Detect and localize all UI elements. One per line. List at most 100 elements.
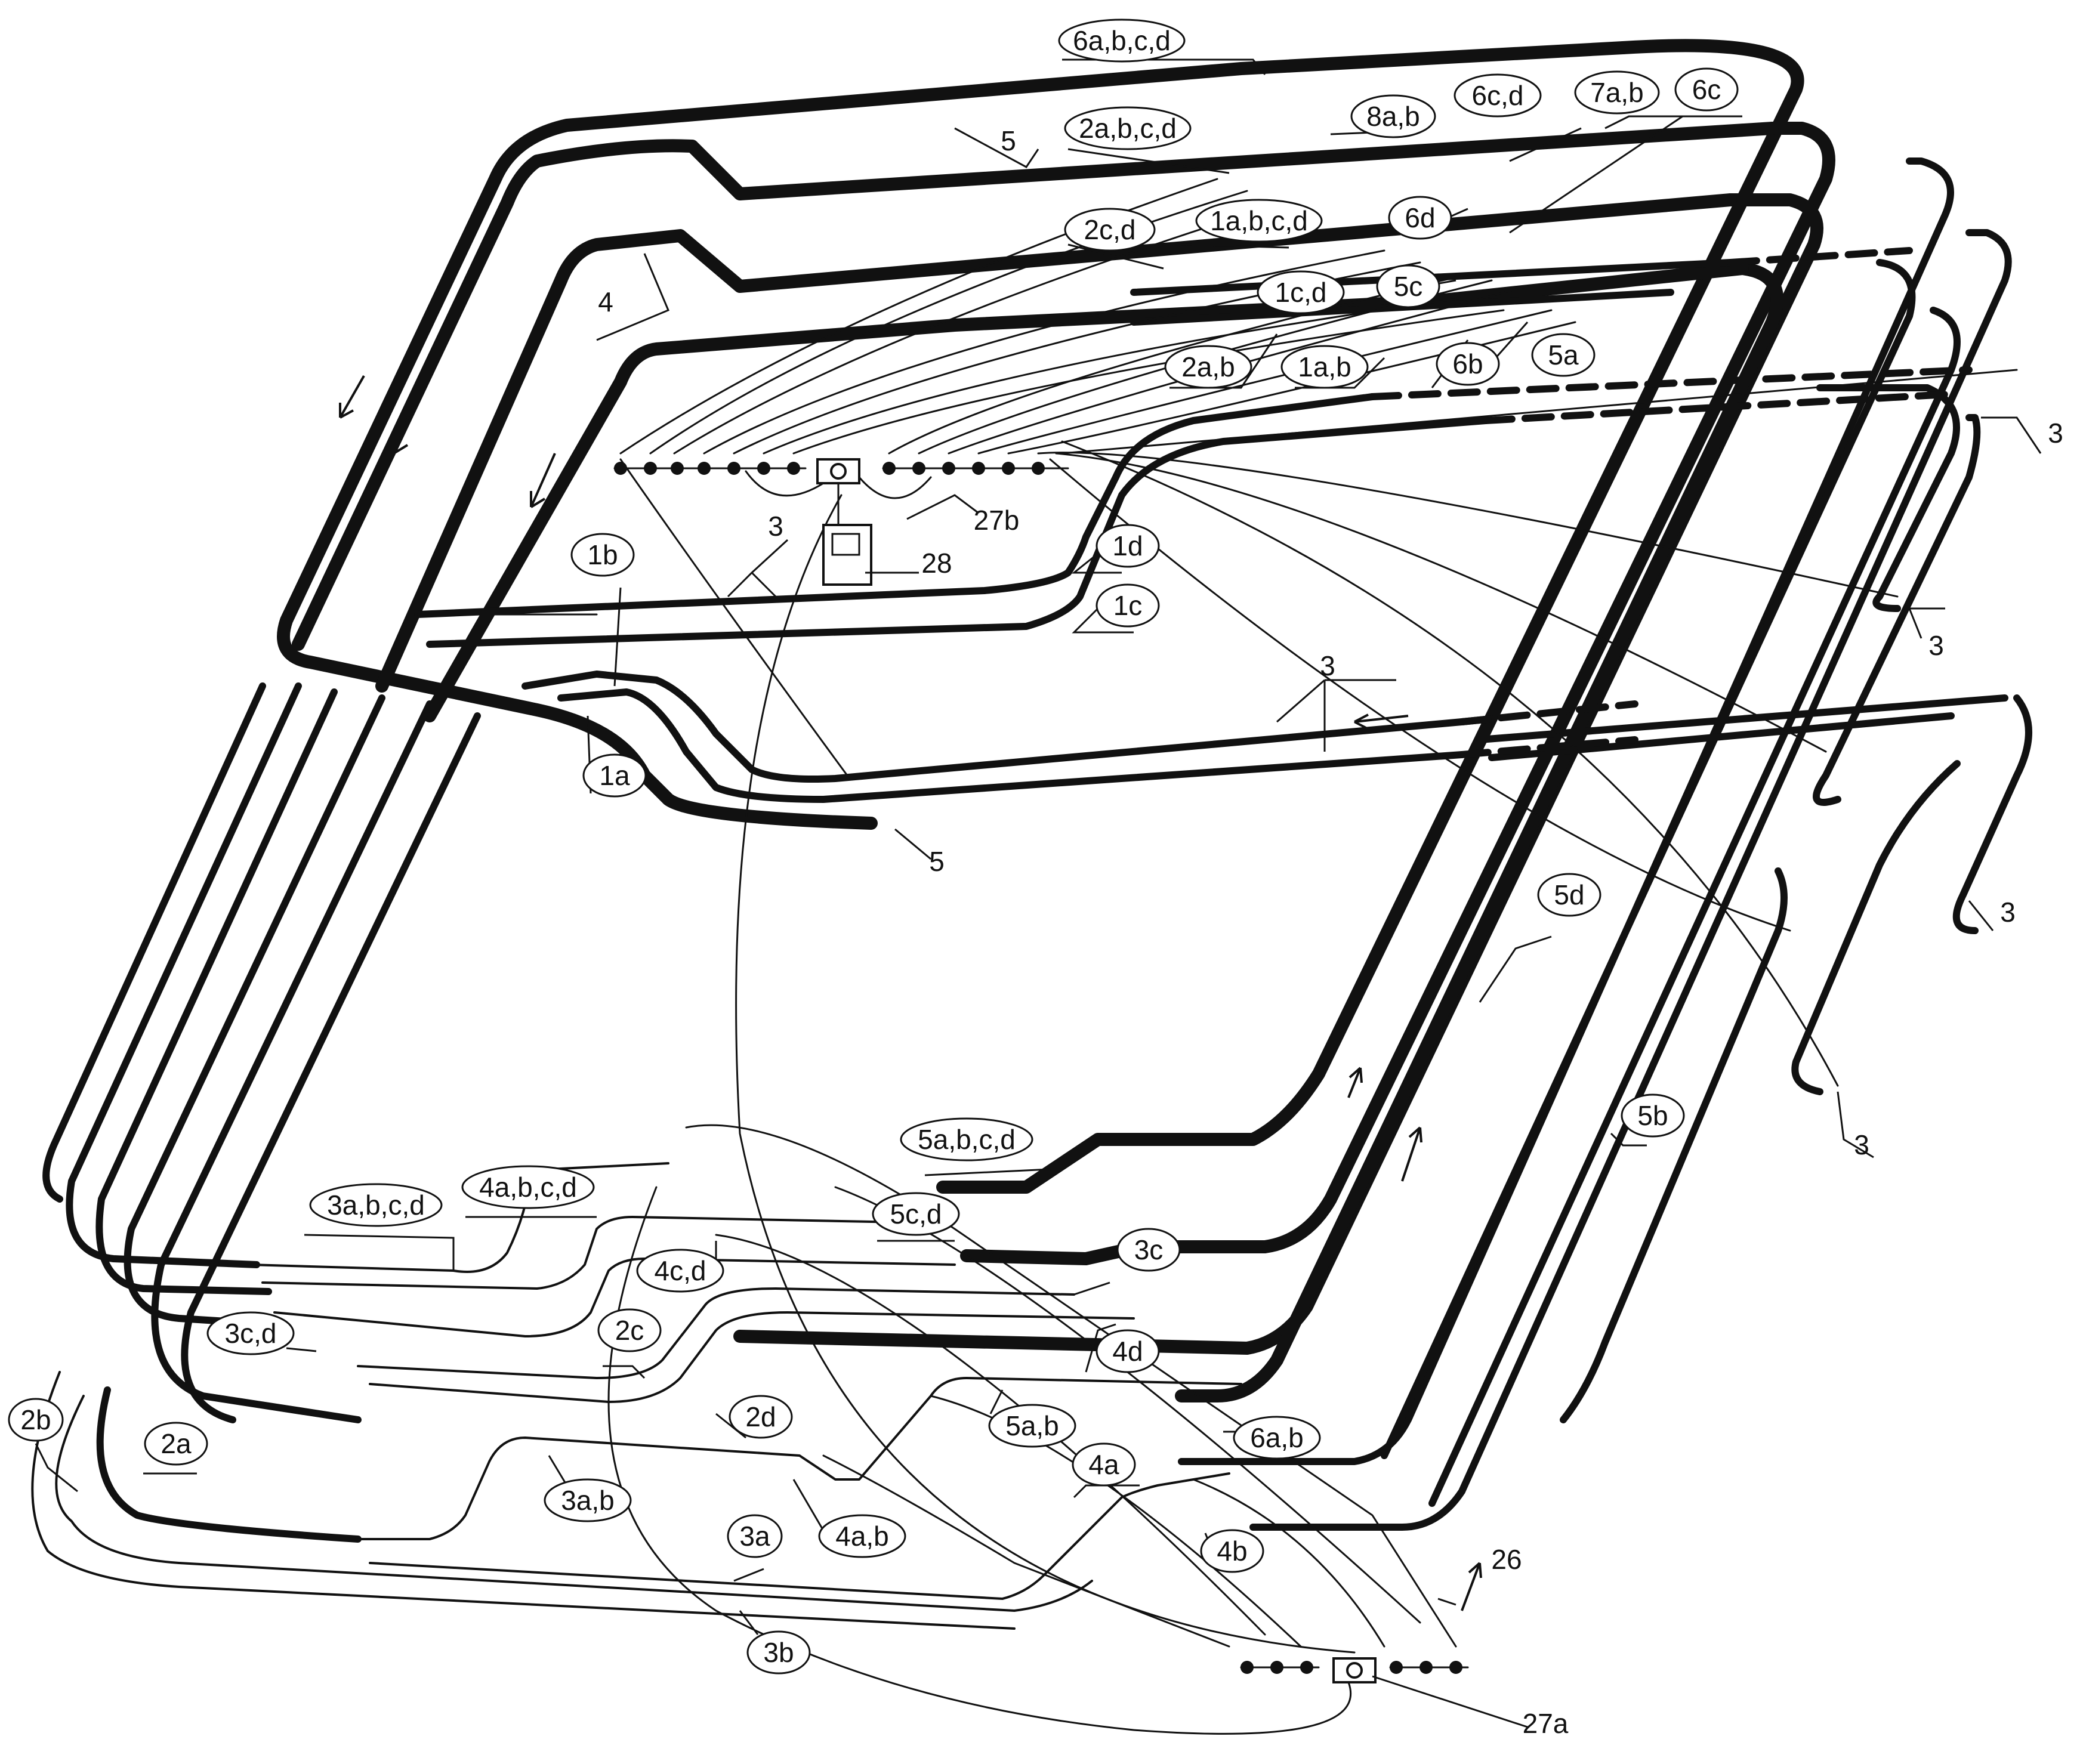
direction-arrows	[339, 375, 1482, 1611]
label-5b: 5b	[1621, 1093, 1685, 1138]
label-1a: 1a	[582, 753, 647, 798]
label-3-mid: 3	[768, 511, 783, 542]
svg-text:7a,b: 7a,b	[1590, 77, 1644, 108]
svg-text:28: 28	[921, 548, 952, 579]
label-3b: 3b	[746, 1630, 811, 1675]
label-27a: 27a	[1523, 1708, 1569, 1739]
label-1b: 1b	[570, 533, 635, 577]
label-2d: 2d	[729, 1395, 793, 1439]
label-8ab: 8a,b	[1350, 94, 1436, 138]
label-2cd-top: 2c,d	[1064, 208, 1156, 252]
label-5a: 5a	[1531, 333, 1596, 377]
svg-text:1a: 1a	[599, 760, 630, 791]
label-5-top: 5	[1001, 125, 1016, 156]
label-1abcd: 1a,b,c,d	[1195, 199, 1323, 243]
svg-text:2c,d: 2c,d	[1084, 214, 1136, 245]
label-4d: 4d	[1095, 1329, 1160, 1373]
svg-text:4c,d: 4c,d	[655, 1255, 706, 1286]
label-3-r2: 3	[1928, 630, 1944, 661]
svg-text:4a,b: 4a,b	[835, 1521, 889, 1552]
svg-text:4a: 4a	[1088, 1449, 1119, 1480]
label-3-arrow: 3	[1320, 650, 1335, 681]
svg-text:4d: 4d	[1112, 1336, 1143, 1367]
label-3-r3: 3	[2000, 897, 2016, 928]
svg-text:1a,b,c,d: 1a,b,c,d	[1210, 205, 1308, 236]
svg-text:26: 26	[1491, 1544, 1522, 1575]
label-5abcd: 5a,b,c,d	[900, 1117, 1033, 1161]
label-2ab-top: 2a,b	[1164, 345, 1252, 389]
svg-text:3: 3	[1854, 1129, 1869, 1160]
svg-text:3: 3	[2000, 897, 2016, 928]
svg-text:1c: 1c	[1113, 590, 1143, 621]
label-4abcd: 4a,b,c,d	[461, 1165, 595, 1209]
connector-block-top	[613, 458, 1069, 499]
label-3-r1: 3	[2048, 418, 2063, 449]
svg-text:3: 3	[2048, 418, 2063, 449]
svg-text:5a: 5a	[1548, 339, 1579, 370]
label-2a: 2a	[144, 1422, 208, 1466]
label-5d: 5d	[1537, 873, 1601, 917]
label-6c: 6c	[1674, 67, 1739, 112]
svg-text:2d: 2d	[745, 1401, 776, 1432]
label-3c: 3c	[1116, 1228, 1181, 1272]
label-3ab: 3a,b	[544, 1478, 632, 1522]
svg-text:3c: 3c	[1134, 1234, 1164, 1265]
svg-text:3a,b: 3a,b	[561, 1485, 615, 1516]
svg-text:5a,b,c,d: 5a,b,c,d	[918, 1124, 1016, 1155]
svg-text:3: 3	[768, 511, 783, 542]
svg-text:6d: 6d	[1405, 202, 1435, 233]
label-5c-top: 5c	[1376, 264, 1440, 308]
frame-inner-loop	[423, 262, 1784, 1402]
label-4ab: 4a,b	[818, 1514, 906, 1558]
label-2c: 2c	[597, 1308, 662, 1352]
svg-text:5a,b: 5a,b	[1005, 1410, 1059, 1441]
svg-text:27a: 27a	[1523, 1708, 1569, 1739]
svg-text:3a,b,c,d: 3a,b,c,d	[327, 1190, 425, 1221]
svg-text:1c,d: 1c,d	[1275, 277, 1327, 308]
label-5ab: 5a,b	[988, 1404, 1076, 1448]
label-5cd: 5c,d	[872, 1192, 960, 1236]
left-side-lines	[31, 682, 1093, 1630]
svg-text:8a,b: 8a,b	[1366, 101, 1420, 132]
label-4a: 4a	[1072, 1442, 1136, 1487]
label-4b: 4b	[1200, 1529, 1264, 1573]
svg-text:1d: 1d	[1112, 530, 1143, 561]
label-2b: 2b	[8, 1398, 64, 1442]
label-3abcd: 3a,b,c,d	[309, 1183, 443, 1227]
connector-block-bottom	[1240, 1657, 1469, 1683]
svg-text:2b: 2b	[20, 1404, 51, 1435]
svg-text:27b: 27b	[974, 505, 1020, 536]
svg-text:3: 3	[1320, 650, 1335, 681]
svg-text:5c,d: 5c,d	[890, 1198, 942, 1229]
svg-text:3b: 3b	[763, 1637, 794, 1668]
svg-text:6c: 6c	[1692, 74, 1721, 105]
frame-5-outer	[277, 39, 1804, 1194]
svg-text:5b: 5b	[1637, 1100, 1668, 1131]
svg-text:6a,b,c,d: 6a,b,c,d	[1073, 25, 1171, 56]
svg-text:2c: 2c	[615, 1315, 644, 1346]
svg-text:2a,b,c,d: 2a,b,c,d	[1079, 113, 1177, 144]
label-26: 26	[1491, 1544, 1522, 1575]
svg-text:5d: 5d	[1554, 879, 1584, 910]
label-6ab: 6a,b	[1233, 1416, 1321, 1460]
label-3-r4: 3	[1854, 1129, 1869, 1160]
svg-text:2a,b: 2a,b	[1181, 351, 1235, 382]
svg-text:1b: 1b	[587, 539, 618, 570]
center-lines	[414, 247, 1973, 803]
svg-text:5c: 5c	[1394, 271, 1423, 302]
svg-text:4a,b,c,d: 4a,b,c,d	[479, 1172, 577, 1203]
svg-text:2a: 2a	[161, 1428, 192, 1459]
svg-text:1a,b: 1a,b	[1298, 351, 1351, 382]
label-2abcd-top: 2a,b,c,d	[1064, 106, 1192, 150]
label-4cd: 4c,d	[636, 1249, 724, 1293]
label-6cd: 6c,d	[1454, 73, 1542, 118]
label-6abcd: 6a,b,c,d	[1058, 18, 1186, 63]
svg-text:3: 3	[1928, 630, 1944, 661]
svg-text:3a: 3a	[739, 1521, 770, 1552]
svg-text:6c,d: 6c,d	[1472, 80, 1524, 111]
label-1c: 1c	[1095, 583, 1160, 628]
label-3cd: 3c,d	[206, 1311, 295, 1355]
thin-wires	[416, 178, 2018, 1735]
label-5-mid: 5	[929, 846, 945, 877]
